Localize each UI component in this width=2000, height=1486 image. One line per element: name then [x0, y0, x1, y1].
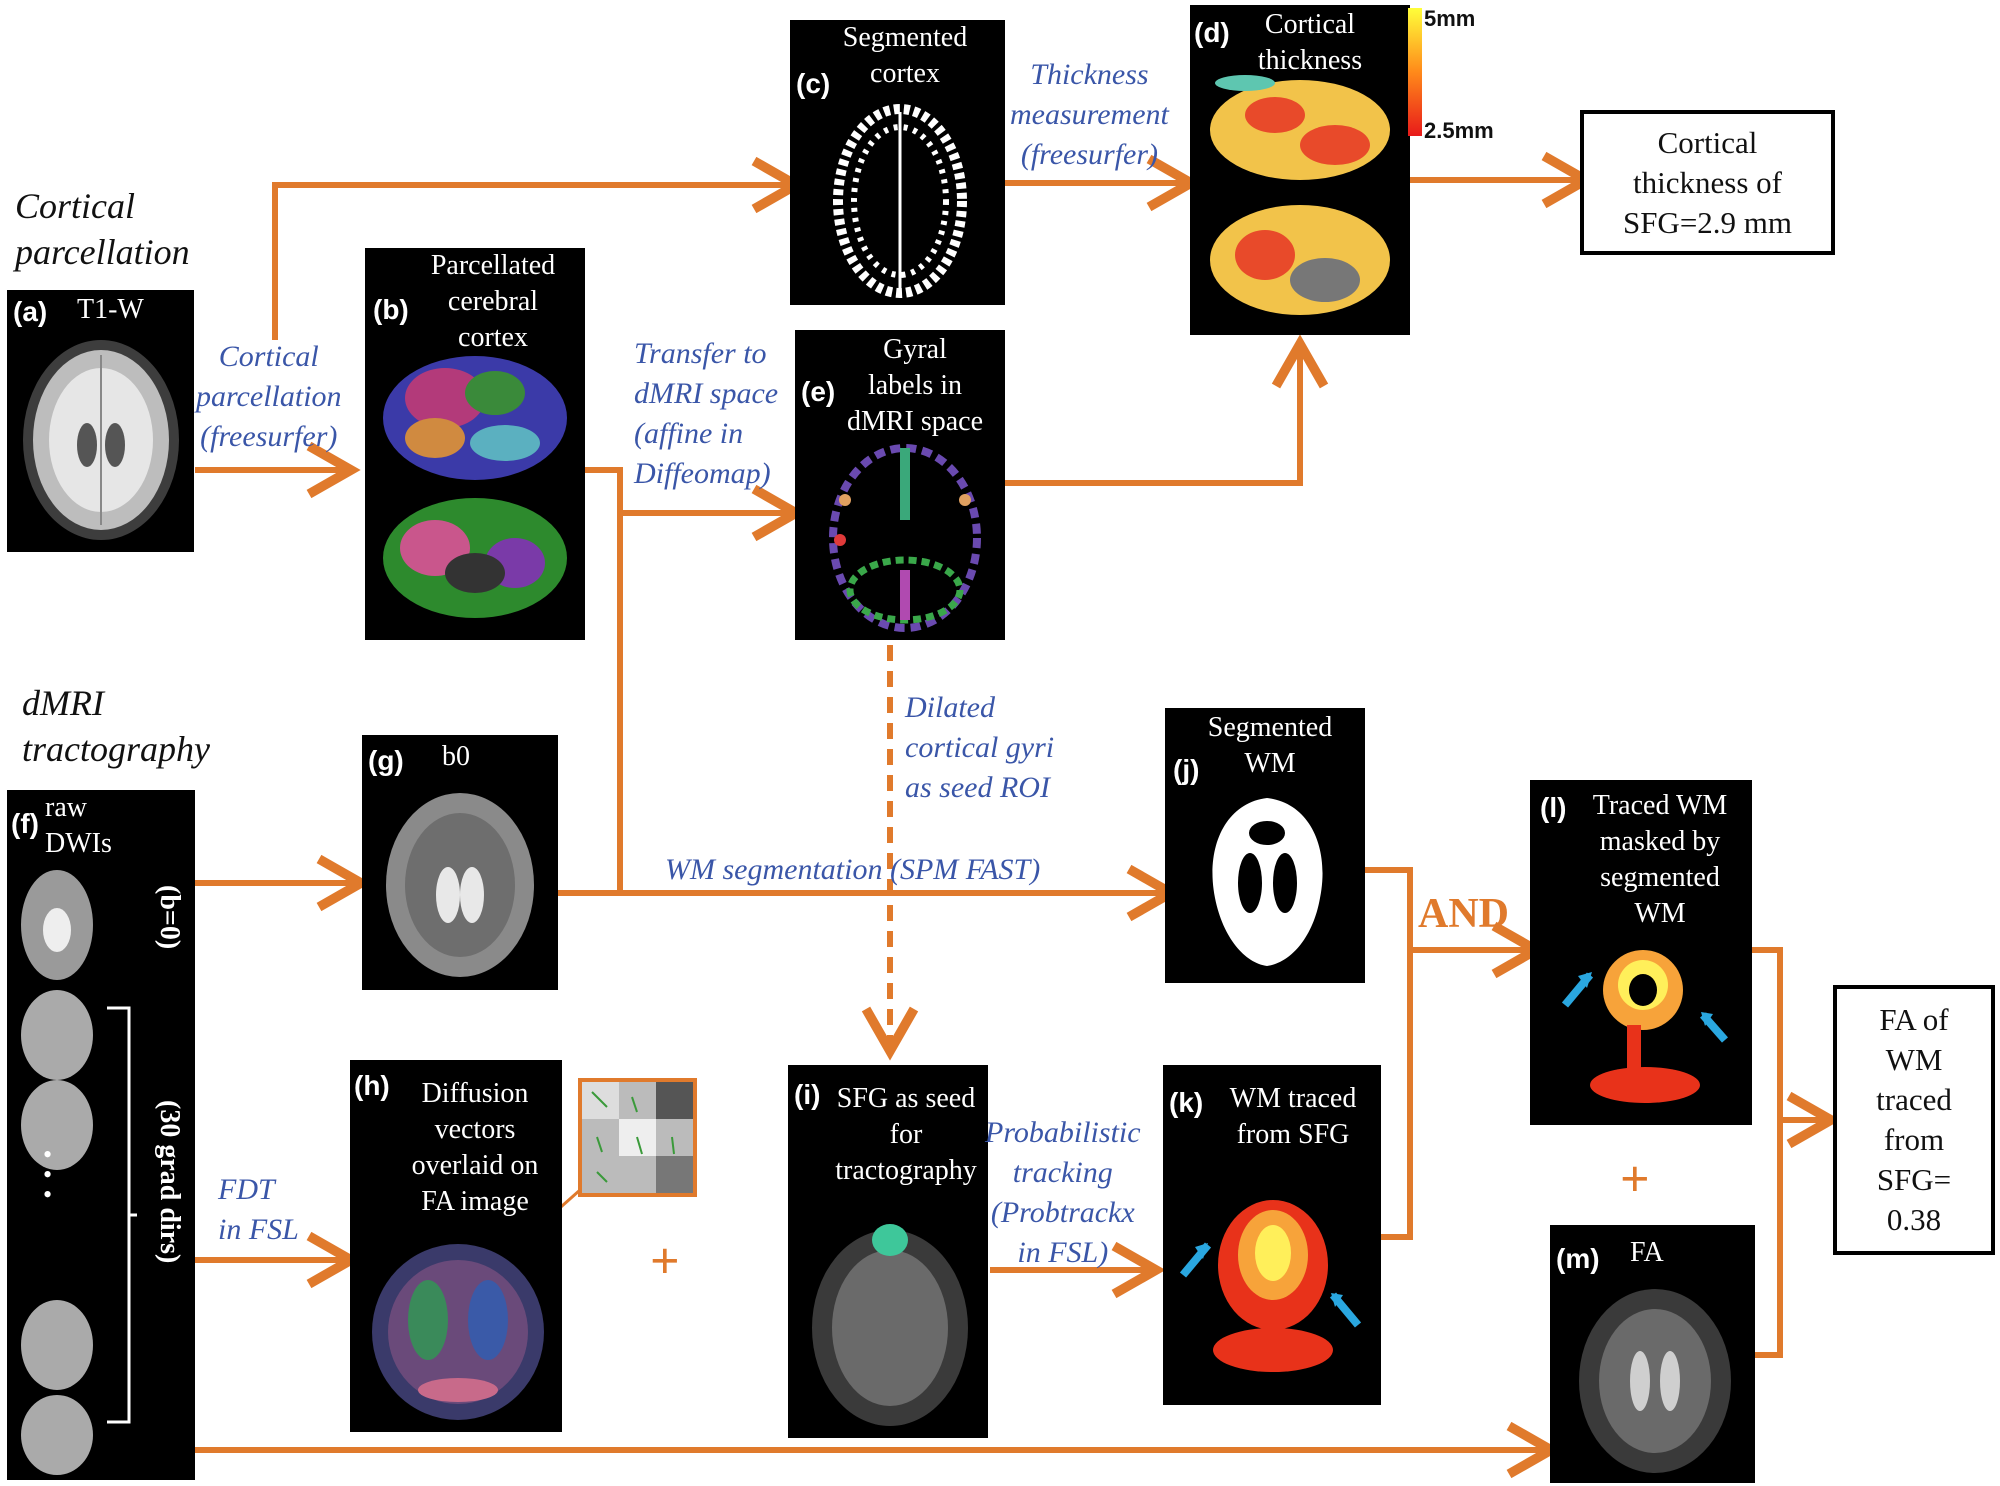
colorbar-min-label: 2.5mm — [1424, 118, 1494, 143]
panel-title: Segmented WM — [1207, 712, 1333, 779]
colorbar-max-label: 5mm — [1424, 6, 1476, 31]
fa-brain-image — [1579, 1289, 1731, 1473]
panel-a-t1w: (a) T1-W — [7, 290, 194, 552]
sfg-seed-image — [812, 1224, 968, 1426]
segmented-wm-image — [1212, 798, 1323, 966]
panel-letter: (c) — [796, 68, 831, 99]
panel-e-gyral-labels: (e) Gyral labels in dMRI space — [795, 330, 1005, 640]
section-cortical-parcellation: Cortical parcellation — [15, 186, 190, 272]
panel-letter: (i) — [794, 1079, 821, 1110]
label-fdt-fsl: FDT in FSL — [218, 1173, 299, 1246]
arrow-m-to-fa — [1755, 1120, 1783, 1358]
arrow-a-to-c — [272, 156, 806, 340]
label-thickness-measurement: Thickness measurement (freesurfer) — [1010, 58, 1169, 171]
panel-letter: (f) — [11, 808, 39, 839]
b0-brain-image — [386, 793, 534, 977]
panel-title: Parcellated cerebral cortex — [430, 250, 556, 353]
panel-letter: (g) — [368, 745, 404, 776]
zoom-box — [578, 1078, 697, 1197]
traced-masked-image — [1561, 950, 1729, 1103]
panel-b-parcellated-cortex: (b) Parcellated cerebral cortex — [365, 248, 585, 640]
gyral-labels-image — [829, 444, 981, 632]
panel-letter: (a) — [13, 296, 48, 327]
panel-title: Cortical thickness — [1257, 9, 1363, 76]
label-dilated-gyri: Dilated cortical gyri as seed ROI — [905, 691, 1055, 804]
label-transfer-dmri: Transfer to dMRI space (affine in Diffeo… — [634, 337, 779, 490]
arrow-l-to-fa — [1752, 947, 1783, 1120]
t1-brain-image — [23, 340, 179, 540]
arrow-j-to-l — [1365, 867, 1413, 950]
section-dmri-tractography: dMRI tractography — [22, 683, 210, 769]
panel-letter: (h) — [354, 1070, 390, 1101]
dwi-ellipsis: • • • — [43, 1140, 53, 1209]
panel-title: raw DWIs — [45, 792, 112, 859]
panel-c-segmented-cortex: (c) Segmented cortex — [790, 20, 1005, 305]
grad-bracket — [107, 1006, 137, 1424]
label-cortical-parcellation: Cortical parcellation (freesurfer) — [196, 340, 342, 453]
panel-letter: (e) — [801, 376, 836, 407]
panel-g-b0: (g) b0 — [362, 735, 558, 990]
panel-letter: (d) — [1194, 17, 1230, 48]
arrow-k-to-l — [1380, 950, 1413, 1240]
segmented-cortex-image — [833, 104, 967, 298]
and-operator: AND — [1418, 891, 1509, 937]
panel-l-traced-masked: (l) Traced WM masked by segmented WM — [1530, 780, 1752, 1125]
arrow-b-to-e — [585, 467, 806, 542]
arrow-e-to-d — [1005, 334, 1329, 486]
zoom-inset-image — [582, 1082, 693, 1193]
panel-title: T1-W — [77, 294, 144, 325]
panel-k-wm-traced: (k) WM traced from SFG — [1163, 1065, 1381, 1405]
wm-traced-image — [1179, 1200, 1362, 1372]
b0-direction-label: (b=0) — [154, 885, 185, 950]
thickness-colorbar — [1408, 8, 1422, 136]
panel-title: Segmented cortex — [842, 22, 968, 89]
panel-title: Diffusion vectors overlaid on FA image — [411, 1078, 539, 1217]
panel-letter: (j) — [1173, 754, 1200, 785]
panel-title: b0 — [442, 741, 470, 772]
panel-letter: (l) — [1540, 792, 1567, 823]
panel-j-segmented-wm: (j) Segmented WM — [1165, 708, 1365, 983]
panel-title: FA — [1630, 1237, 1664, 1268]
panel-h-diffusion-vectors: (h) Diffusion vectors overlaid on FA ima… — [350, 1060, 562, 1432]
panel-letter: (m) — [1556, 1243, 1600, 1274]
panel-i-sfg-seed: (i) SFG as seed for tractography — [788, 1065, 988, 1438]
panel-d-cortical-thickness: (d) Cortical thickness — [1190, 5, 1410, 335]
panel-m-fa: (m) FA — [1550, 1225, 1755, 1483]
label-probabilistic-tracking: Probabilistic tracking (Probtrackx in FS… — [985, 1116, 1141, 1269]
grad-dirs-label: (30 grad dirs) — [154, 1100, 185, 1264]
label-wm-segmentation: WM segmentation (SPM FAST) — [665, 853, 1041, 886]
panel-title: Gyral labels in dMRI space — [846, 334, 984, 437]
fa-color-image — [372, 1244, 544, 1420]
plus-operator-h: + — [650, 1233, 680, 1290]
panel-title: SFG as seed for tractography — [835, 1083, 977, 1186]
panel-f-raw-dwis: (f) raw DWIs • • • (b=0) (30 grad dirs) — [7, 790, 195, 1480]
result-cortical-thickness: Cortical thickness of SFG=2.9 mm — [1580, 110, 1835, 255]
dwi-stack-image — [21, 870, 93, 1475]
parcellated-brain-image — [383, 356, 567, 618]
panel-title: WM traced from SFG — [1229, 1083, 1357, 1150]
plus-operator-lm: + — [1620, 1151, 1650, 1208]
panel-title: Traced WM masked by segmented WM — [1592, 790, 1728, 929]
panel-letter: (k) — [1169, 1087, 1204, 1118]
panel-letter: (b) — [373, 294, 409, 325]
result-fa-traced: FA of WM traced from SFG= 0.38 — [1833, 985, 1995, 1255]
thickness-map-image — [1210, 75, 1390, 315]
